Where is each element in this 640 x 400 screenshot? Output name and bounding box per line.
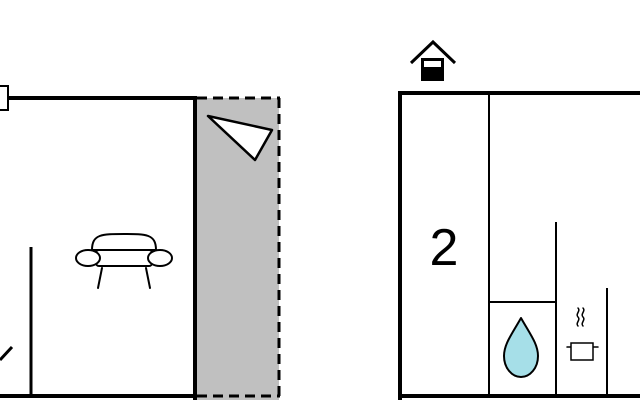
house-entrance-icon (409, 39, 457, 81)
terrace-area (197, 98, 279, 400)
wall-marker (0, 85, 9, 111)
sun-lounger-icon (206, 114, 274, 162)
left-unit (0, 85, 197, 400)
sofa-icon (75, 233, 173, 289)
water-drop-icon (503, 317, 539, 378)
room-number-label: 2 (430, 219, 459, 277)
terrace (197, 96, 281, 400)
cooking-pot-icon (566, 307, 599, 361)
right-unit (398, 91, 640, 400)
door-swing (0, 345, 14, 362)
